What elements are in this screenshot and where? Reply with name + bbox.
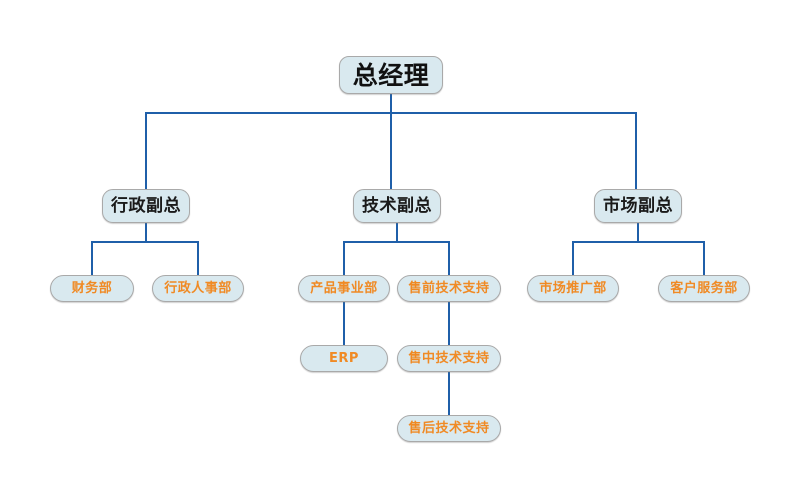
org-node-label: 售前技术支持 — [408, 281, 490, 296]
org-node-label: 技术副总 — [362, 195, 432, 216]
org-node-label: 行政副总 — [111, 195, 181, 216]
org-node-dept-erp[interactable]: ERP — [300, 345, 388, 372]
org-node-gm[interactable]: 总经理 — [339, 56, 443, 94]
org-node-dept-admin-hr[interactable]: 行政人事部 — [152, 275, 244, 302]
org-node-dept-insales[interactable]: 售中技术支持 — [397, 345, 501, 372]
org-node-dept-service[interactable]: 客户服务部 — [658, 275, 750, 302]
org-node-dept-promotion[interactable]: 市场推广部 — [527, 275, 619, 302]
org-node-vp-tech[interactable]: 技术副总 — [353, 189, 441, 223]
org-node-vp-admin[interactable]: 行政副总 — [102, 189, 190, 223]
org-node-dept-product[interactable]: 产品事业部 — [298, 275, 390, 302]
org-node-dept-presales[interactable]: 售前技术支持 — [397, 275, 501, 302]
org-node-dept-aftersales[interactable]: 售后技术支持 — [397, 415, 501, 442]
org-node-label: 售中技术支持 — [408, 351, 490, 366]
org-node-label: 市场副总 — [603, 195, 673, 216]
org-node-label: ERP — [329, 351, 359, 366]
org-node-label: 行政人事部 — [164, 281, 232, 296]
org-node-label: 总经理 — [352, 60, 430, 90]
org-node-label: 客户服务部 — [670, 281, 738, 296]
org-node-label: 市场推广部 — [539, 281, 607, 296]
org-node-label: 售后技术支持 — [408, 421, 490, 436]
org-node-dept-finance[interactable]: 财务部 — [50, 275, 134, 302]
org-node-label: 财务部 — [71, 281, 113, 296]
org-node-label: 产品事业部 — [310, 281, 378, 296]
org-node-vp-market[interactable]: 市场副总 — [594, 189, 682, 223]
